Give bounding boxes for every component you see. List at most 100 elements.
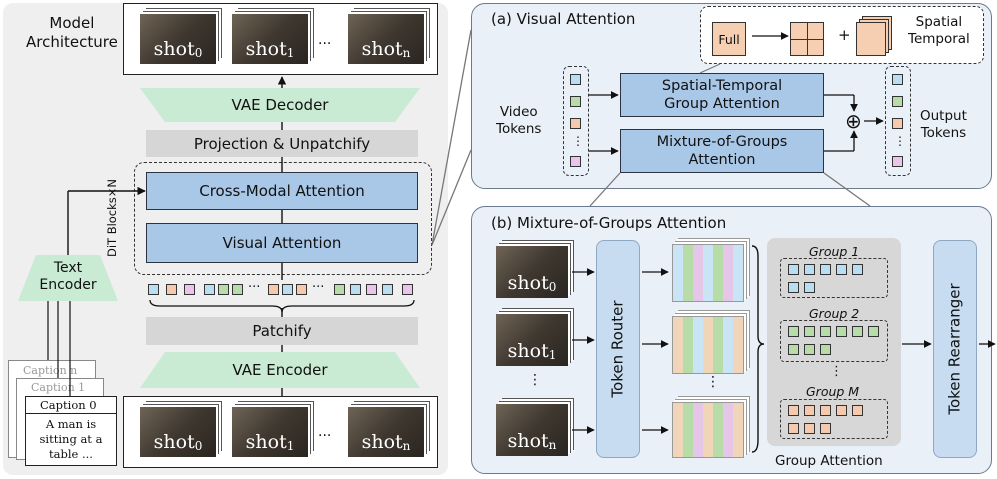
token	[892, 156, 903, 167]
vertical-ellipsis: ⋮	[830, 364, 843, 379]
token	[148, 284, 159, 295]
caption-1-label: Caption 1	[31, 381, 86, 394]
token-ellipsis: ···	[248, 280, 261, 295]
token	[820, 405, 831, 416]
token	[570, 156, 581, 167]
vae-encoder-shape	[140, 352, 420, 388]
routed-grid-shot-0	[672, 244, 744, 302]
token	[852, 405, 863, 416]
token	[282, 284, 293, 295]
token	[570, 118, 581, 129]
shot-n-sub: n	[402, 439, 411, 453]
group-m-box	[780, 399, 888, 439]
token	[804, 264, 815, 275]
shot-0-label: shot	[153, 431, 195, 453]
token	[852, 264, 863, 275]
vae-decoder-label: VAE Decoder	[231, 96, 329, 114]
mog-line-2: Attention	[688, 152, 756, 168]
output-tokens-line-2: Tokens	[920, 125, 967, 141]
temporal-label: Temporal	[908, 31, 970, 47]
token	[166, 284, 177, 295]
spatial-temporal-label: Spatial Temporal	[908, 14, 970, 48]
spatial-label: Spatial	[915, 14, 963, 30]
shot-1-sub: 1	[286, 46, 295, 60]
vae-encoder-label: VAE Encoder	[232, 361, 328, 379]
token	[218, 284, 229, 295]
token	[804, 423, 815, 434]
video-tokens-label: Video Tokens	[496, 104, 541, 138]
text-encoder-shape	[18, 255, 118, 301]
token	[892, 118, 903, 129]
shot-0-label: shot	[507, 272, 549, 294]
projection-unpatchify-bar: Projection & Unpatchify	[146, 130, 418, 157]
token	[804, 326, 815, 337]
token	[804, 344, 815, 355]
token	[296, 284, 307, 295]
token	[820, 326, 831, 337]
text-encoder-line-1: Text	[53, 260, 83, 276]
group-2-label: Group 2	[809, 306, 860, 321]
token-router: Token Router	[596, 240, 640, 458]
panel-a-title: (a) Visual Attention	[491, 10, 636, 28]
caption-0-label: Caption 0	[26, 397, 116, 414]
caption-0-card: Caption 0 A man is sitting at a table ..…	[25, 396, 117, 466]
shot-0-label: shot	[153, 38, 195, 60]
group-m-label: Group M	[806, 384, 860, 399]
model-architecture-title: Model Architecture	[26, 14, 118, 52]
token	[788, 423, 799, 434]
caption-n-label: Caption n	[23, 364, 78, 377]
token	[788, 344, 799, 355]
full-attention-cube: Full	[712, 16, 752, 56]
token	[820, 423, 831, 434]
plus-sign: +	[838, 26, 851, 44]
spatial-temporal-group-attention-block: Spatial-Temporal Group Attention	[620, 73, 824, 117]
group-1-box	[780, 258, 888, 298]
shot-1-label: shot	[245, 431, 287, 453]
token	[402, 284, 413, 295]
stg-line-1: Spatial-Temporal	[661, 78, 783, 94]
token	[804, 282, 815, 293]
vae-decoder-shape	[140, 88, 420, 122]
shot-n-sub: n	[402, 46, 411, 60]
shot-n-label: shot	[507, 430, 549, 452]
shot-n-label: shot	[361, 38, 403, 60]
shot-0-sub: 0	[194, 46, 203, 60]
full-label: Full	[718, 31, 740, 47]
video-tokens-line-2: Tokens	[496, 121, 542, 137]
shot-n-sub: n	[548, 438, 557, 452]
grid-attention-cube	[790, 16, 834, 56]
vertical-ellipsis: ⋮	[706, 374, 720, 390]
token	[366, 284, 377, 295]
vertical-ellipsis: ⋮	[528, 372, 542, 388]
token	[804, 405, 815, 416]
routed-grid-shot-1	[672, 316, 744, 374]
stg-line-2: Group Attention	[664, 96, 780, 112]
group-2-box	[780, 320, 888, 362]
stacked-attention-cube	[856, 16, 900, 56]
token	[892, 96, 903, 107]
token	[334, 284, 345, 295]
shot-1-sub: 1	[286, 439, 295, 453]
output-tokens-label: Output Tokens	[920, 108, 967, 142]
dit-blocks-container	[134, 162, 432, 275]
mixture-of-groups-attention-block: Mixture-of-Groups Attention	[620, 129, 824, 173]
frames-ellipsis: ···	[318, 428, 332, 444]
routed-grid-shot-n	[672, 402, 744, 458]
caption-text-line-1: A man is	[45, 417, 97, 431]
token	[204, 284, 215, 295]
shot-1-label: shot	[507, 340, 549, 362]
panel-b-title: (b) Mixture-of-Groups Attention	[491, 214, 727, 232]
cross-modal-attention-block: Cross-Modal Attention	[146, 172, 418, 210]
shot-0-sub: 0	[548, 280, 557, 294]
